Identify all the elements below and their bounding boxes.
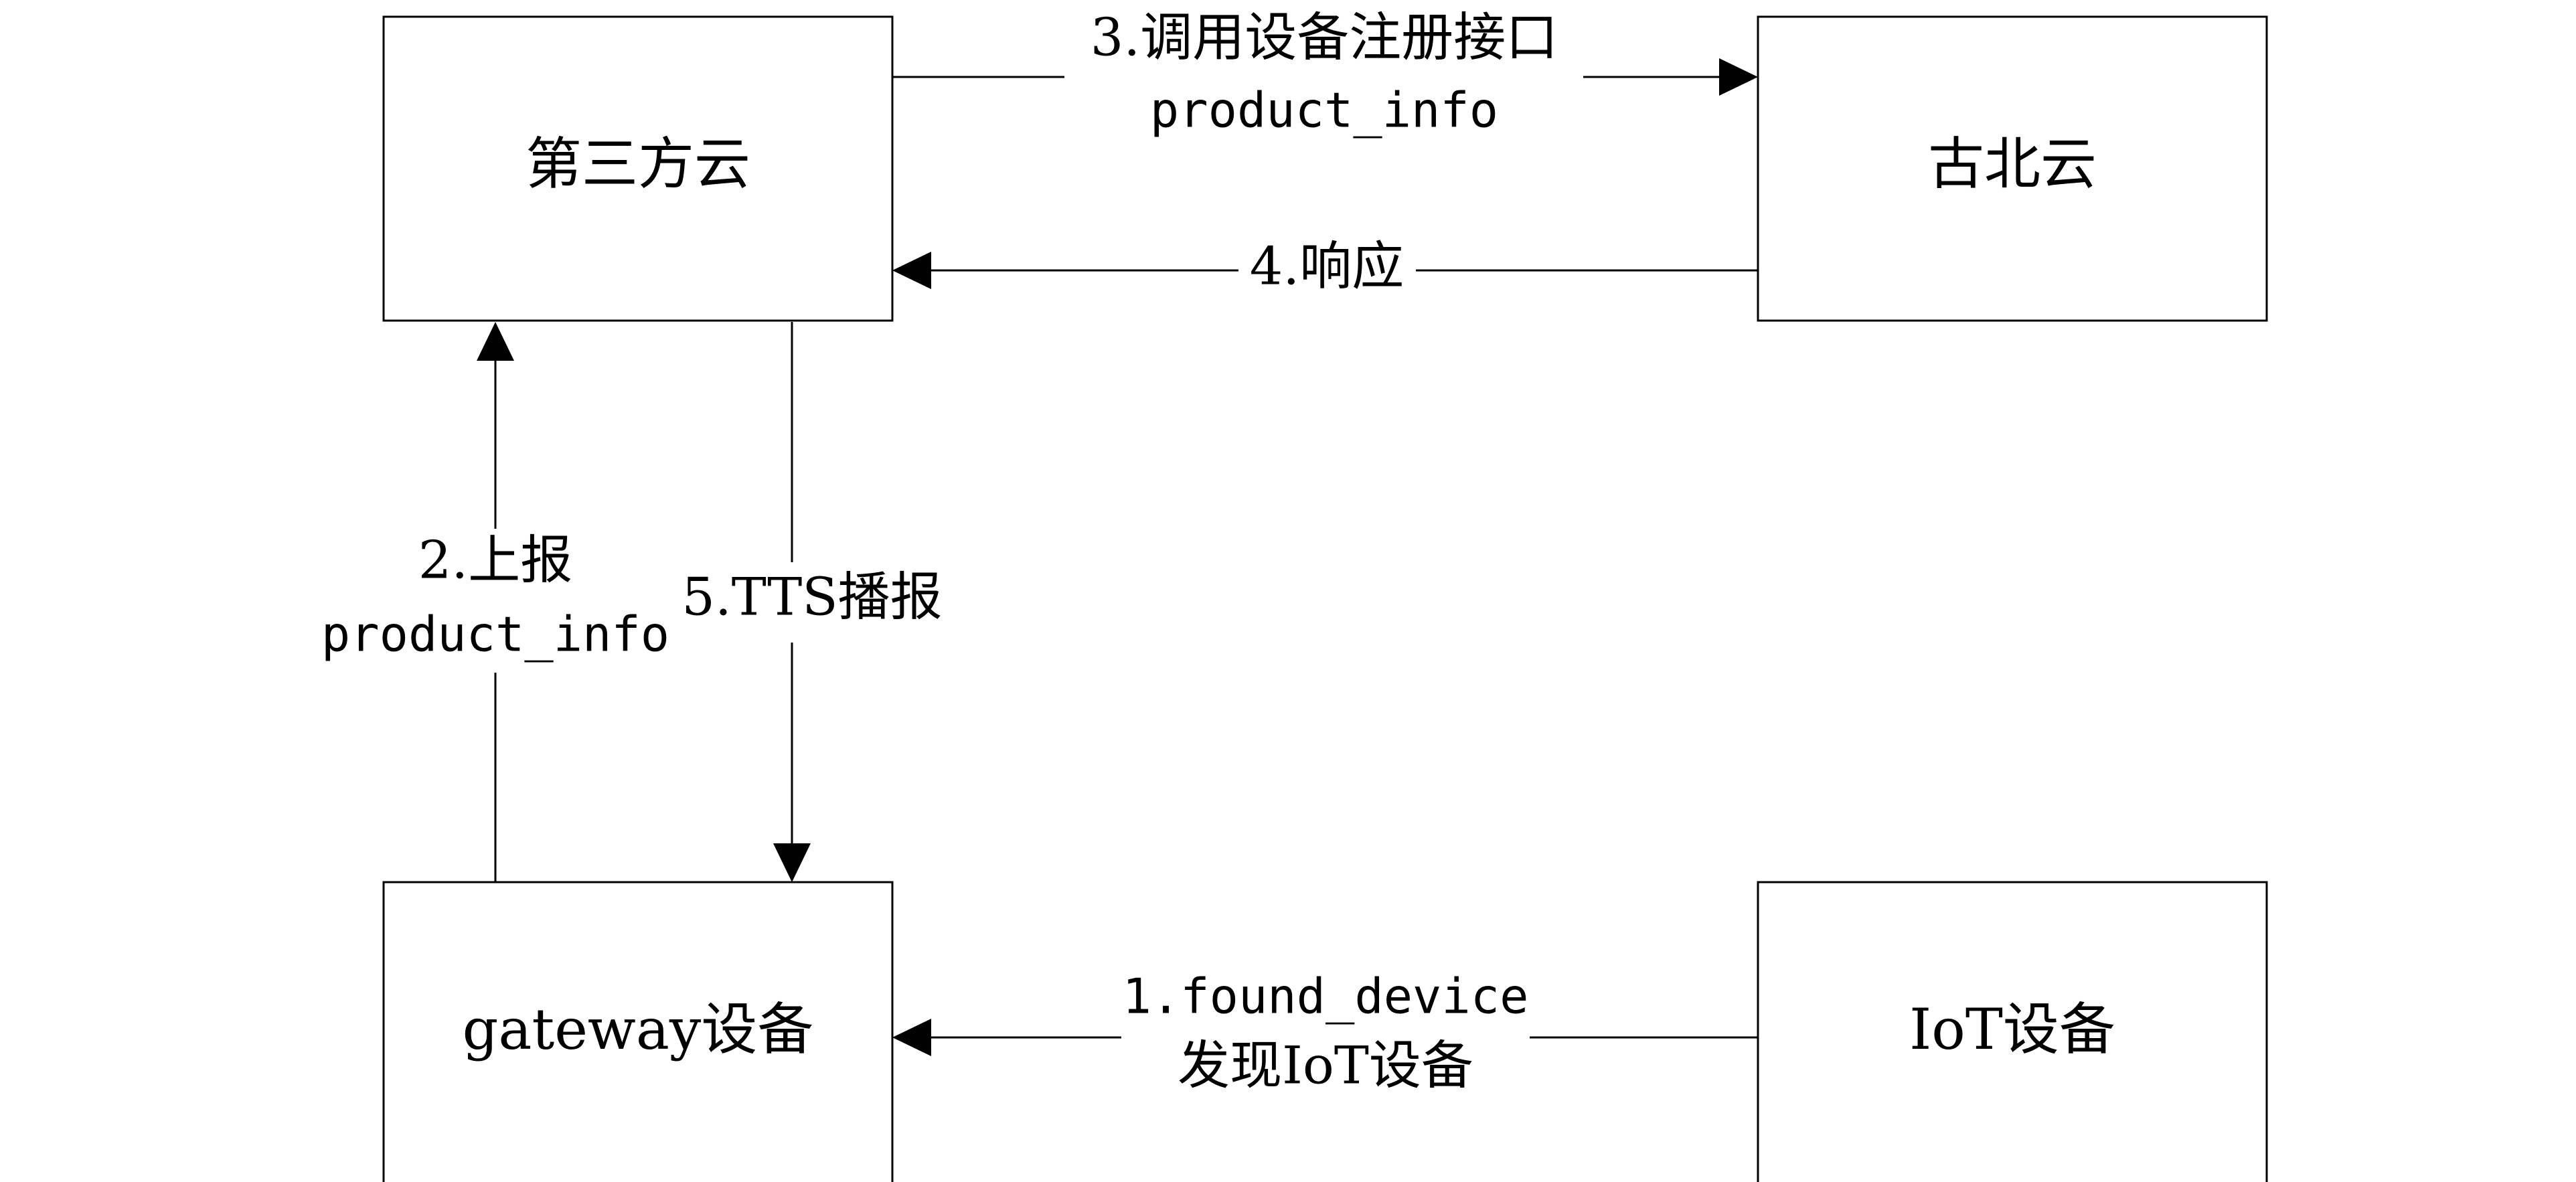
node-label-gateway-device: gateway设备	[463, 997, 814, 1062]
edge-label-step1-line1: 1.found_device	[1123, 968, 1529, 1025]
edge-label-step1-line2: 发现IoT设备	[1178, 1036, 1473, 1096]
edge-label-step3-line2: product_info	[1150, 82, 1498, 139]
node-label-third-party-cloud: 第三方云	[526, 131, 750, 197]
edge-label-step4: 4.响应	[1250, 237, 1404, 297]
edge-step2: 2.上报 product_info	[321, 322, 669, 882]
node-third-party-cloud: 第三方云	[382, 15, 894, 322]
edge-step5: 5.TTS播报	[681, 322, 943, 882]
node-gubei-cloud: 古北云	[1757, 15, 2268, 322]
arrowhead-step3	[1719, 58, 1758, 96]
edge-step4: 4.响应	[892, 237, 1758, 297]
edge-step1: 1.found_device 发现IoT设备	[892, 968, 1758, 1096]
node-label-gubei-cloud: 古北云	[1928, 131, 2097, 197]
edge-label-step3-line1: 3.调用设备注册接口	[1091, 8, 1558, 68]
edge-label-step2-line1: 2.上报	[418, 531, 572, 591]
edge-label-step5: 5.TTS播报	[681, 568, 942, 628]
node-iot-device: IoT设备	[1757, 881, 2268, 1182]
node-label-iot-device: IoT设备	[1909, 997, 2115, 1062]
edge-label-step2-line2: product_info	[321, 606, 669, 663]
node-gateway-device: gateway设备	[382, 881, 894, 1182]
edge-step3: 3.调用设备注册接口 product_info	[892, 8, 1758, 139]
arrowhead-step2	[477, 322, 514, 361]
arrowhead-step4	[892, 252, 931, 289]
arrowhead-step5	[773, 843, 811, 882]
arrowhead-step1	[892, 1019, 931, 1056]
